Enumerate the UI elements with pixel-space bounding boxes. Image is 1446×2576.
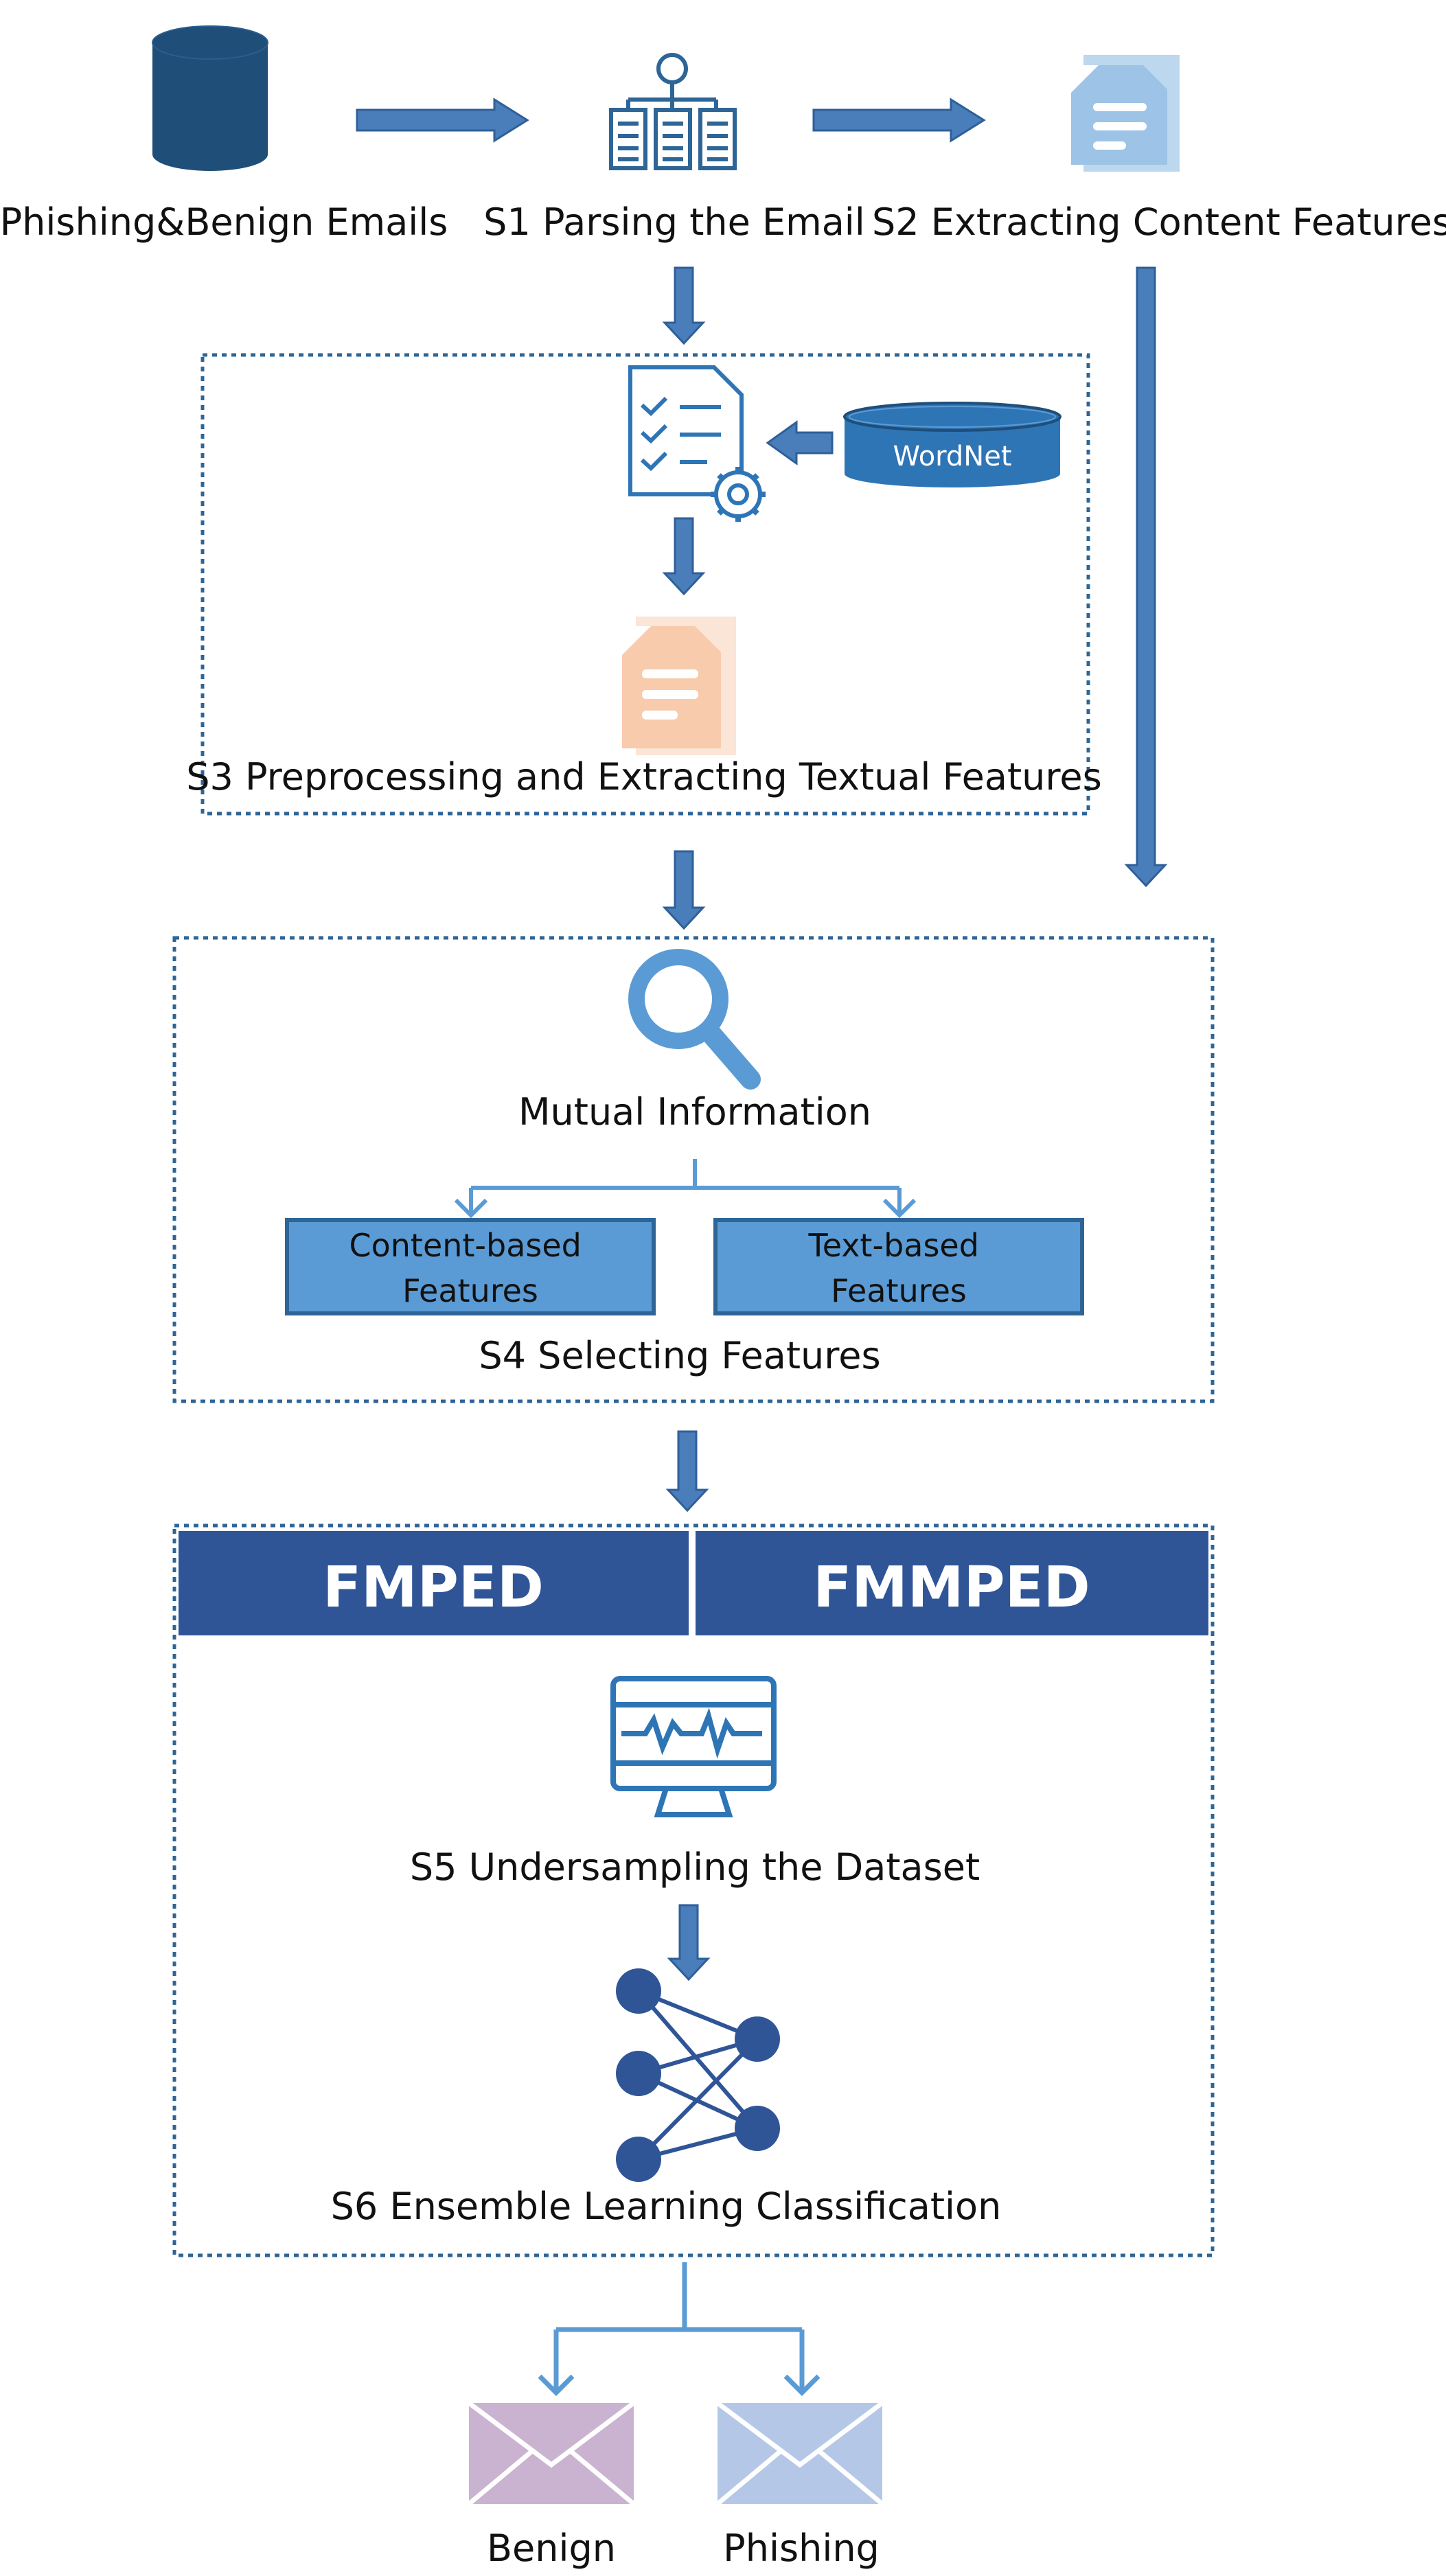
wordnet-database bbox=[843, 402, 1061, 487]
s3-label: S3 Preprocessing and Extracting Textual … bbox=[186, 755, 1102, 798]
preprocess-box bbox=[200, 353, 1090, 816]
arrow-db-to-s1 bbox=[356, 97, 529, 143]
text-features-label: Text-based Features bbox=[807, 1227, 989, 1309]
fmmped-header bbox=[696, 1531, 1208, 1635]
output-connector bbox=[538, 2262, 820, 2396]
arrow-s1-to-s2 bbox=[812, 97, 986, 143]
benign-label: Benign bbox=[487, 2527, 616, 2570]
content-features-line-1: Content-based bbox=[349, 1227, 581, 1264]
selection-box bbox=[172, 936, 1215, 1403]
split-connector bbox=[454, 1159, 917, 1219]
text-features-line-2: Features bbox=[831, 1272, 967, 1309]
s1-label: S1 Parsing the Email bbox=[483, 200, 865, 244]
neural-network-icon bbox=[616, 1968, 780, 2182]
monitor-waveform-icon bbox=[610, 1676, 777, 1817]
document-icon bbox=[1071, 55, 1180, 172]
content-features-box bbox=[285, 1218, 656, 1315]
mutual-information-label: Mutual Information bbox=[518, 1090, 871, 1134]
search-icon bbox=[628, 949, 761, 1090]
arrow-wordnet-to-checklist bbox=[766, 420, 834, 465]
content-features-label: Content-based Features bbox=[349, 1227, 591, 1309]
fmped-label: FMPED bbox=[323, 1555, 544, 1620]
phishing-label: Phishing bbox=[723, 2527, 880, 2570]
arrow-s5-to-s6 bbox=[667, 1904, 711, 1981]
checklist-gear-icon bbox=[628, 365, 766, 522]
text-features-box bbox=[713, 1218, 1084, 1315]
emails-label: Phishing&Benign Emails bbox=[0, 200, 448, 244]
s5-label: S5 Undersampling the Dataset bbox=[410, 1845, 980, 1889]
text-features-line-1: Text-based bbox=[807, 1227, 979, 1264]
fmmped-label: FMMPED bbox=[813, 1555, 1090, 1620]
hierarchy-document-icon bbox=[609, 53, 737, 170]
fmped-header bbox=[179, 1531, 689, 1635]
arrow-s1-to-preprocess bbox=[662, 266, 706, 345]
models-box bbox=[172, 1523, 1215, 2257]
s2-label: S2 Extracting Content Features bbox=[872, 200, 1446, 244]
arrow-preprocess-to-selection bbox=[662, 850, 706, 930]
arrow-checklist-to-textdoc bbox=[662, 517, 706, 596]
arrow-selection-to-models bbox=[665, 1430, 709, 1513]
phishing-envelope-icon bbox=[715, 2401, 884, 2506]
database-icon bbox=[152, 25, 268, 171]
s6-label: S6 Ensemble Learning Classification bbox=[331, 2185, 1002, 2228]
text-document-icon bbox=[622, 617, 736, 755]
arrow-s2-to-selection bbox=[1124, 266, 1168, 888]
benign-envelope-icon bbox=[467, 2401, 636, 2506]
s4-label: S4 Selecting Features bbox=[479, 1334, 880, 1377]
content-features-line-2: Features bbox=[402, 1272, 538, 1309]
wordnet-label: WordNet bbox=[893, 441, 1011, 472]
